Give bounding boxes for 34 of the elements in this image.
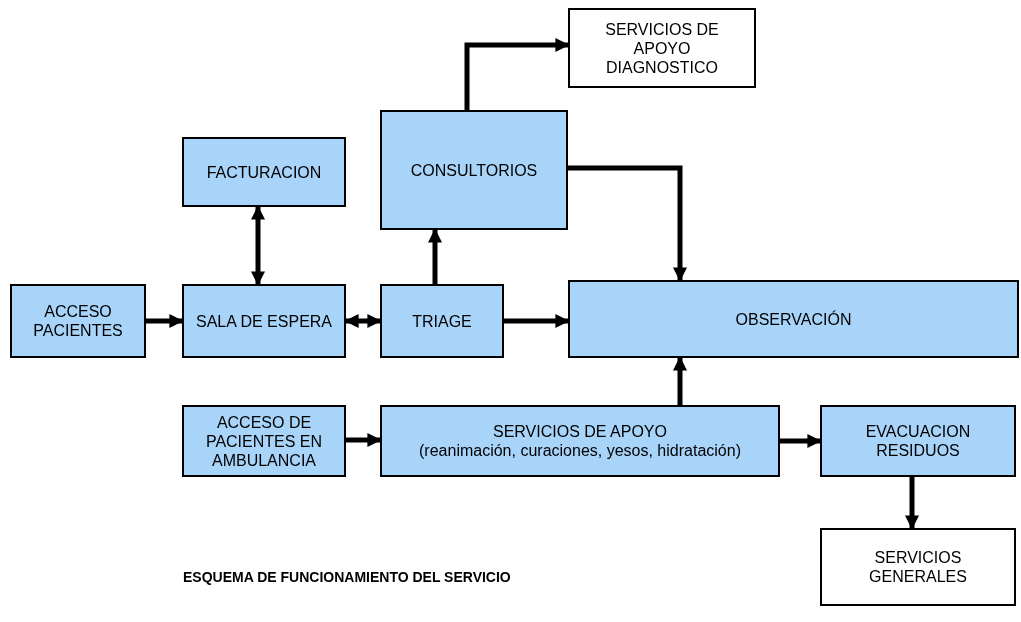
- arrow: [780, 434, 822, 448]
- node-label: SERVICIOS GENERALES: [868, 548, 968, 586]
- process-box: [182, 137, 346, 207]
- node-label: (reanimación, curaciones, yesos, hidratación): [419, 441, 741, 460]
- process-box: [568, 280, 1019, 358]
- service-box: [820, 528, 1016, 606]
- node-label: ACCESO DE PACIENTES EN AMBULANCIA: [204, 412, 324, 470]
- node-label: CONSULTORIOS: [410, 160, 538, 180]
- node-label: FACTURACION: [206, 162, 322, 182]
- caption: ESQUEMA DE FUNCIONAMIENTO DEL SERVICIO: [183, 569, 511, 585]
- node-label: SALA DE ESPERA: [195, 311, 333, 331]
- arrow: [568, 165, 687, 282]
- process-box: [380, 284, 504, 358]
- node-label: ACCESO PACIENTES: [32, 302, 124, 340]
- arrow: [905, 477, 919, 530]
- process-box: [380, 405, 780, 477]
- process-box: [182, 405, 346, 477]
- arrow: [428, 228, 442, 284]
- process-box: [10, 284, 146, 358]
- node-label: OBSERVACIÓN: [735, 309, 852, 329]
- process-box: [380, 110, 568, 230]
- arrow: [504, 314, 570, 328]
- arrow: [464, 38, 570, 110]
- node-label: TRIAGE: [412, 311, 472, 331]
- node-label: SERVICIOS DE APOYO DIAGNOSTICO: [604, 19, 720, 77]
- arrow: [251, 205, 265, 286]
- node-label: EVACUACION RESIDUOS: [864, 422, 972, 460]
- arrow: [673, 356, 687, 405]
- arrow: [346, 433, 382, 447]
- service-box: [568, 8, 756, 88]
- process-box: [820, 405, 1016, 477]
- process-box: [182, 284, 346, 358]
- arrow: [146, 314, 184, 328]
- node-label: SERVICIOS DE APOYO: [493, 422, 667, 441]
